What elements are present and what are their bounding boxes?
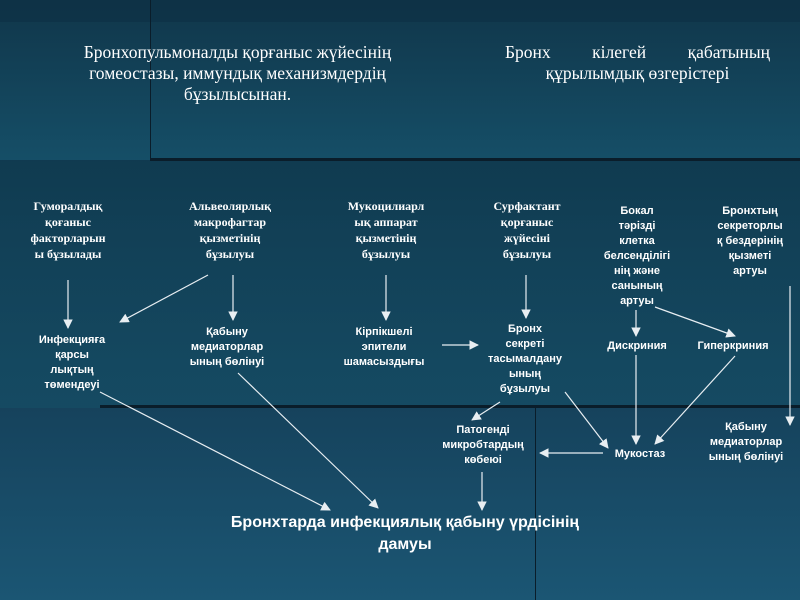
top-band: [0, 0, 800, 22]
divider-vertical-right: [535, 408, 536, 600]
divider-vertical-left: [150, 0, 151, 160]
arrow-goblet-to-hypercrinia: [654, 306, 736, 338]
arrow-infection-to-outcome: [99, 391, 331, 511]
node-alveolar-macrophages: Альвеолярлық макрофагтар қызметінің бұзы…: [188, 199, 271, 261]
node-mucostasis: Мукостаз: [614, 448, 666, 460]
middle-dark-block: [0, 160, 800, 408]
arrow-transport-to-pathogens: [471, 401, 501, 421]
node-pathogen-growth: Патогенді микробтардың көбеюі: [442, 424, 524, 466]
arrow-alveolar-to-infection: [119, 274, 209, 323]
node-inflammatory-mediators-left: Қабыну медиаторлар ының бөлінуі: [189, 326, 265, 368]
title-right: Бронх кілегей қабатының құрылымдық өзгер…: [505, 42, 770, 83]
node-ciliary-epithelium: Кірпікшелі эпители шамасыздығы: [343, 326, 425, 368]
bottom-band: [0, 408, 800, 600]
arrow-hypercrinia-to-mucostasis: [654, 355, 736, 445]
node-inflammatory-mediators-right: Қабыну медиаторлар ының бөлінуі: [708, 421, 784, 463]
node-secretion-transport: Бронх секреті тасымалдану ының бұзылуы: [488, 323, 562, 395]
node-dyscrinia: Дискриния: [607, 340, 667, 352]
node-mucociliary-apparatus: Мукоцилиарл ық аппарат қызметінің бұзылу…: [347, 199, 425, 261]
arrow-mediators-to-outcome: [237, 372, 379, 509]
arrow-transport-to-mucostasis: [564, 391, 609, 449]
node-infection-resistance: Инфекцияға қарсы лықтың төмендеуі: [38, 334, 106, 391]
title-left: Бронхопульмоналды қорғаныс жүйесінің гом…: [83, 42, 392, 104]
node-goblet-cells: Бокал тәрізді клетка белсенділігі нің жә…: [603, 205, 671, 307]
divider-top: [150, 158, 800, 161]
node-hypercrinia: Гиперкриния: [697, 340, 769, 352]
node-bronchial-glands: Бронхтың секреторлы қ бездерінің қызметі…: [716, 205, 784, 277]
node-surfactant-system: Сурфактант қорғаныс жүйесіні бұзылуы: [493, 199, 561, 261]
divider-bottom: [100, 405, 800, 408]
node-outcome: Бронхтарда инфекциялық қабыну үрдісінің …: [230, 514, 580, 553]
node-humoral-factors: Гуморалдық қоғаныс факторларын ы бұзылад…: [30, 199, 106, 261]
